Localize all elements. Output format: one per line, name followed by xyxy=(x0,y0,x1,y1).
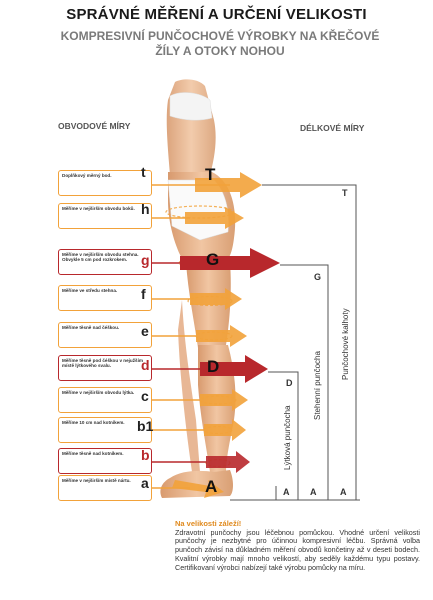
arrow-a xyxy=(172,480,224,498)
letter-g: g xyxy=(141,252,150,268)
letter-b1: b1 xyxy=(137,418,154,434)
measure-box-t: Doplňkový měrný bod. xyxy=(58,170,152,196)
letter-e: e xyxy=(141,323,149,339)
page-subtitle: KOMPRESIVNÍ PUNČOCHOVÉ VÝROBKY NA KŘEČOV… xyxy=(30,29,410,59)
figure-top xyxy=(169,92,213,121)
arrow-h xyxy=(185,207,244,229)
bracket-calf xyxy=(268,371,299,500)
bracket-tights xyxy=(262,184,357,500)
label-calf-stocking: Lýtková punčocha xyxy=(283,405,292,471)
subtitle-line-2: ŽÍLY A OTOKY NOHOU xyxy=(155,44,285,58)
measure-box-b1: Měříme 10 cm nad kotníkem. xyxy=(58,417,152,443)
info-title: Na velikosti záleží! xyxy=(175,519,242,528)
info-block: Na velikosti záleží! Zdravotní punčochy … xyxy=(175,519,420,572)
circumference-heading: OBVODOVÉ MÍRY xyxy=(58,121,131,131)
bracket-thigh xyxy=(280,264,329,500)
big-letter-a: A xyxy=(205,477,218,496)
arrow-e xyxy=(196,325,247,347)
letter-d: d xyxy=(141,357,150,373)
label-tights: Punčochové kalhoty xyxy=(341,308,350,380)
measure-box-a: Měříme v nejširším místě nártu. xyxy=(58,475,152,501)
letter-b: b xyxy=(141,447,150,463)
big-letter-t: T xyxy=(205,165,216,184)
measure-box-f: Měříme ve středu stehna. xyxy=(58,285,152,311)
arrow-t xyxy=(195,172,262,198)
bottom-a-3: A xyxy=(340,487,347,497)
subtitle-line-1: KOMPRESIVNÍ PUNČOCHOVÉ VÝROBKY NA KŘEČOV… xyxy=(60,29,380,43)
arrow-b xyxy=(206,451,250,473)
measure-box-d: Měříme těsně pod čéškou v nejužším místě… xyxy=(58,355,152,381)
bottom-a-2: A xyxy=(310,487,317,497)
big-letter-g: G xyxy=(206,250,220,269)
info-text: Zdravotní punčochy jsou léčebnou pomůcko… xyxy=(175,527,420,572)
arrow-g xyxy=(180,248,280,278)
letter-t: t xyxy=(141,164,146,180)
arrow-b1 xyxy=(204,419,246,441)
arrow-c xyxy=(200,389,248,411)
figure-calf xyxy=(198,345,236,472)
measure-box-b: Měříme těsně nad kotníkem. xyxy=(58,448,152,474)
figure-back-leg xyxy=(178,300,200,472)
measure-box-e: Měříme těsně nad čéškou. xyxy=(58,322,152,348)
measure-box-h: Měříme v nejširším obvodu boků. xyxy=(58,203,152,229)
letter-h: h xyxy=(141,201,150,217)
bracket-top-t: T xyxy=(342,188,348,198)
arrow-d xyxy=(200,355,268,383)
measure-box-g: Měříme v nejširším obvodu stehna. Obvykl… xyxy=(58,249,152,275)
length-heading: DÉLKOVÉ MÍRY xyxy=(300,123,365,133)
letter-a: a xyxy=(141,475,149,491)
letter-c: c xyxy=(141,388,149,404)
big-letter-d: D xyxy=(207,357,220,376)
bracket-top-g: G xyxy=(314,272,322,282)
arrow-f xyxy=(190,288,242,310)
measure-box-c: Měříme v nejširším obvodu lýtka. xyxy=(58,387,152,413)
page-title: SPRÁVNÉ MĚŘENÍ A URČENÍ VELIKOSTI xyxy=(66,6,367,23)
letter-f: f xyxy=(141,286,146,302)
bracket-top-d: D xyxy=(286,378,293,388)
label-thigh-stocking: Stehenní punčocha xyxy=(313,351,322,420)
bottom-a-1: A xyxy=(283,487,290,497)
